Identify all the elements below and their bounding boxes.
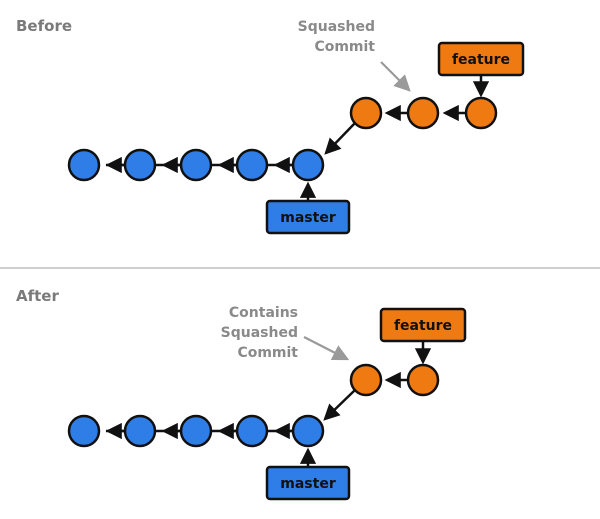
before-master-commit-4 — [235, 148, 269, 182]
after-master-commit-5 — [291, 414, 325, 448]
after-feature-commit-1 — [349, 363, 383, 397]
before-master-commit-3 — [179, 148, 213, 182]
after-master-pointer: master — [265, 447, 351, 501]
before-master-commit-2 — [123, 148, 157, 182]
after-annotation-line-3: Commit — [237, 345, 298, 361]
before-section: Before Squashed Commit — [16, 17, 525, 235]
before-feature-pointer: feature — [437, 41, 525, 98]
after-annotation-line-2: Squashed — [221, 325, 298, 341]
before-annotation-line-2: Commit — [314, 39, 375, 55]
before-squash-annotation: Squashed Commit — [298, 19, 411, 92]
before-master-commit-1 — [67, 148, 101, 182]
before-title: Before — [16, 17, 72, 35]
after-annotation-arrow — [303, 336, 350, 361]
after-feature-commit-2 — [406, 363, 440, 397]
before-master-commits — [67, 148, 325, 182]
after-master-commit-4 — [235, 414, 269, 448]
after-arrow-feature-1-to-master-5 — [323, 389, 356, 421]
after-master-commit-1 — [67, 414, 101, 448]
after-section: After Contains Squashed Commit — [16, 287, 467, 501]
after-squash-annotation: Contains Squashed Commit — [221, 305, 350, 361]
after-feature-pointer: feature — [379, 307, 467, 365]
after-master-label-box — [265, 465, 351, 501]
after-feature-commits — [349, 363, 440, 397]
after-annotation-line-1: Contains — [229, 305, 298, 321]
after-feature-label: feature — [394, 318, 452, 334]
before-master-pointer: master — [265, 181, 351, 235]
before-annotation-arrow — [380, 61, 411, 92]
before-master-commit-5 — [291, 148, 325, 182]
after-master-label: master — [280, 476, 336, 492]
before-master-label-box — [265, 199, 351, 235]
before-feature-label: feature — [452, 52, 510, 68]
before-feature-commit-2 — [406, 96, 440, 130]
before-master-label: master — [280, 210, 336, 226]
before-feature-commits — [349, 96, 498, 130]
before-arrow-feature-1-to-master-5 — [324, 122, 356, 155]
after-master-commits — [67, 414, 325, 448]
after-master-commit-3 — [179, 414, 213, 448]
before-annotation-line-1: Squashed — [298, 19, 375, 35]
after-title: After — [16, 287, 59, 305]
after-master-commit-2 — [123, 414, 157, 448]
before-feature-commit-3 — [464, 96, 498, 130]
before-feature-commit-1 — [349, 96, 383, 130]
